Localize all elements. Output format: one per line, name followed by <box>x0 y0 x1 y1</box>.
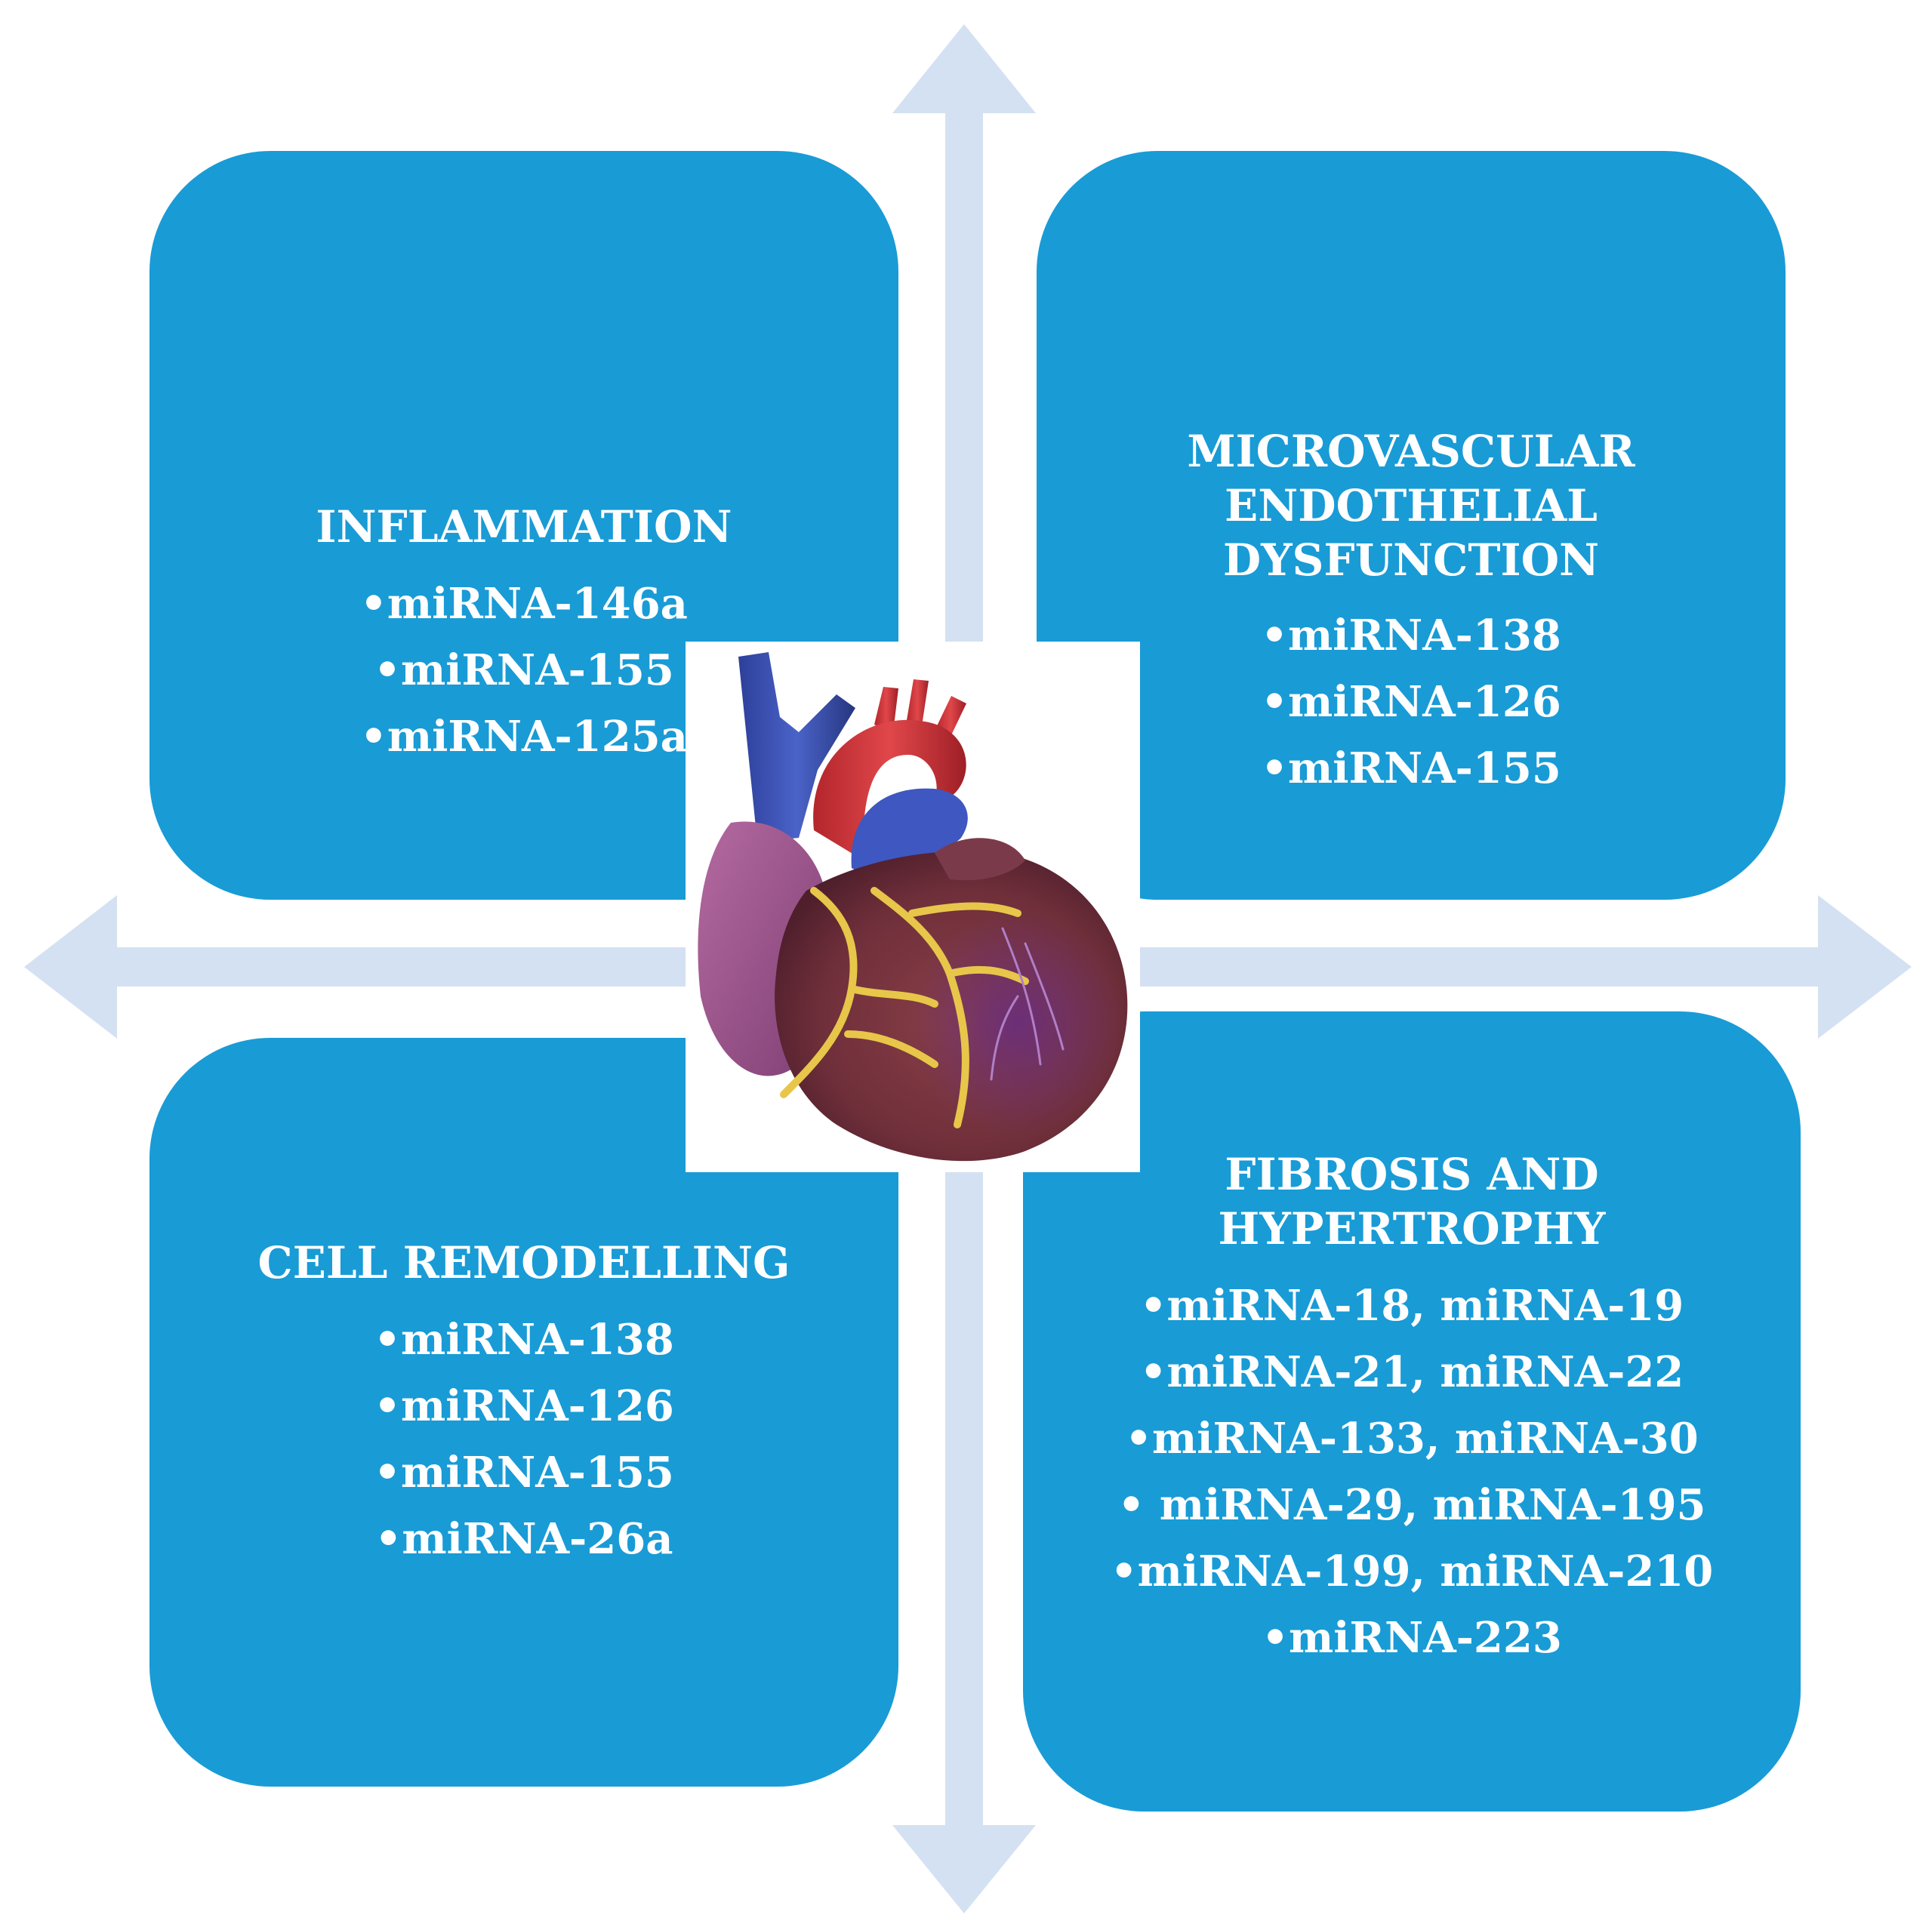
list-item: miRNA-199, miRNA-210 <box>1023 1538 1801 1605</box>
list-item: miRNA-126 <box>149 1373 898 1439</box>
list-item: miRNA-18, miRNA-19 <box>1023 1273 1801 1339</box>
microvascular-mirna-list: miRNA-138 miRNA-126 miRNA-155 <box>1037 602 1786 802</box>
fibrosis-title: FIBROSIS AND HYPERTROPHY <box>1023 1147 1801 1256</box>
cell-remodelling-mirna-list: miRNA-138 miRNA-126 miRNA-155 miRNA-26a <box>149 1307 898 1572</box>
list-item: miRNA-26a <box>149 1506 898 1572</box>
right-arrowhead <box>1818 895 1912 1039</box>
heart-anatomy-icon <box>698 652 1128 1162</box>
up-arrowhead <box>892 24 1036 113</box>
list-item: miRNA-138 <box>149 1307 898 1373</box>
microvascular-title-line: MICROVASCULAR <box>1187 426 1635 477</box>
left-arrowhead <box>24 895 117 1039</box>
fibrosis-title-line: HYPERTROPHY <box>1218 1203 1606 1254</box>
list-item: miRNA-146a <box>149 571 898 637</box>
inflammation-mirna-list: miRNA-146a miRNA-155 miRNA-125a <box>149 571 898 770</box>
list-item: miRNA-155 <box>149 637 898 703</box>
list-item: miRNA-29, miRNA-195 <box>1023 1472 1801 1538</box>
inflammation-title: INFLAMMATION <box>316 501 732 553</box>
list-item: miRNA-133, miRNA-30 <box>1023 1405 1801 1472</box>
down-arrowhead <box>892 1825 1036 1913</box>
fibrosis-title-line: FIBROSIS AND <box>1225 1149 1599 1200</box>
list-item: miRNA-138 <box>1037 602 1786 669</box>
fibrosis-box: FIBROSIS AND HYPERTROPHY miRNA-18, miRNA… <box>1023 1011 1801 1812</box>
list-item: miRNA-125a <box>149 703 898 770</box>
microvascular-box: MICROVASCULAR ENDOTHELIAL DYSFUNCTION mi… <box>1037 151 1786 900</box>
fibrosis-mirna-list: miRNA-18, miRNA-19 miRNA-21, miRNA-22 mi… <box>1023 1273 1801 1671</box>
microvascular-title: MICROVASCULAR ENDOTHELIAL DYSFUNCTION <box>1037 424 1786 587</box>
cell-remodelling-title: CELL REMODELLING <box>257 1237 790 1288</box>
list-item: miRNA-155 <box>1037 735 1786 802</box>
microvascular-title-line: ENDOTHELIAL <box>1225 480 1598 531</box>
list-item: miRNA-126 <box>1037 669 1786 735</box>
list-item: miRNA-21, miRNA-22 <box>1023 1339 1801 1405</box>
heart-image-frame <box>686 642 1140 1172</box>
list-item: miRNA-223 <box>1023 1605 1801 1671</box>
microvascular-title-line: DYSFUNCTION <box>1222 534 1600 586</box>
list-item: miRNA-155 <box>149 1439 898 1506</box>
